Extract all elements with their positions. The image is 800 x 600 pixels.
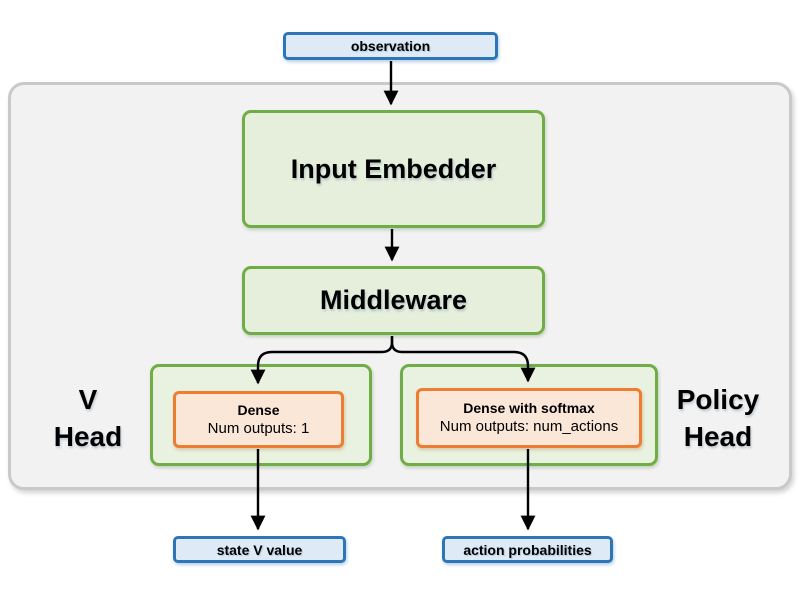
node-input-embedder-label: Input Embedder	[290, 153, 497, 184]
policy-head-label-line1: Policy	[676, 384, 760, 415]
node-dense-softmax: Dense with softmax Num outputs: num_acti…	[416, 388, 642, 448]
node-state-v-value: state V value	[173, 536, 346, 563]
node-middleware: Middleware	[242, 266, 545, 335]
policy-head-label: Policy Head	[662, 381, 774, 455]
policy-head-label-line2: Head	[683, 421, 753, 452]
v-head-label-line2: Head	[53, 421, 123, 452]
node-observation-label: observation	[350, 38, 431, 54]
node-action-probabilities-label: action probabilities	[463, 541, 592, 558]
node-dense-softmax-title: Dense with softmax	[463, 400, 595, 417]
node-action-probabilities: action probabilities	[442, 536, 613, 563]
v-head-label: V Head	[36, 381, 140, 455]
v-head-label-line1: V	[78, 384, 98, 415]
node-state-v-value-label: state V value	[216, 541, 303, 558]
node-dense-title: Dense	[237, 401, 280, 418]
node-dense-subtitle: Num outputs: 1	[207, 419, 310, 437]
node-dense-softmax-subtitle: Num outputs: num_actions	[439, 418, 619, 436]
node-dense: Dense Num outputs: 1	[173, 391, 344, 448]
node-middleware-label: Middleware	[319, 285, 468, 315]
node-observation: observation	[283, 32, 498, 60]
node-input-embedder: Input Embedder	[242, 110, 545, 228]
